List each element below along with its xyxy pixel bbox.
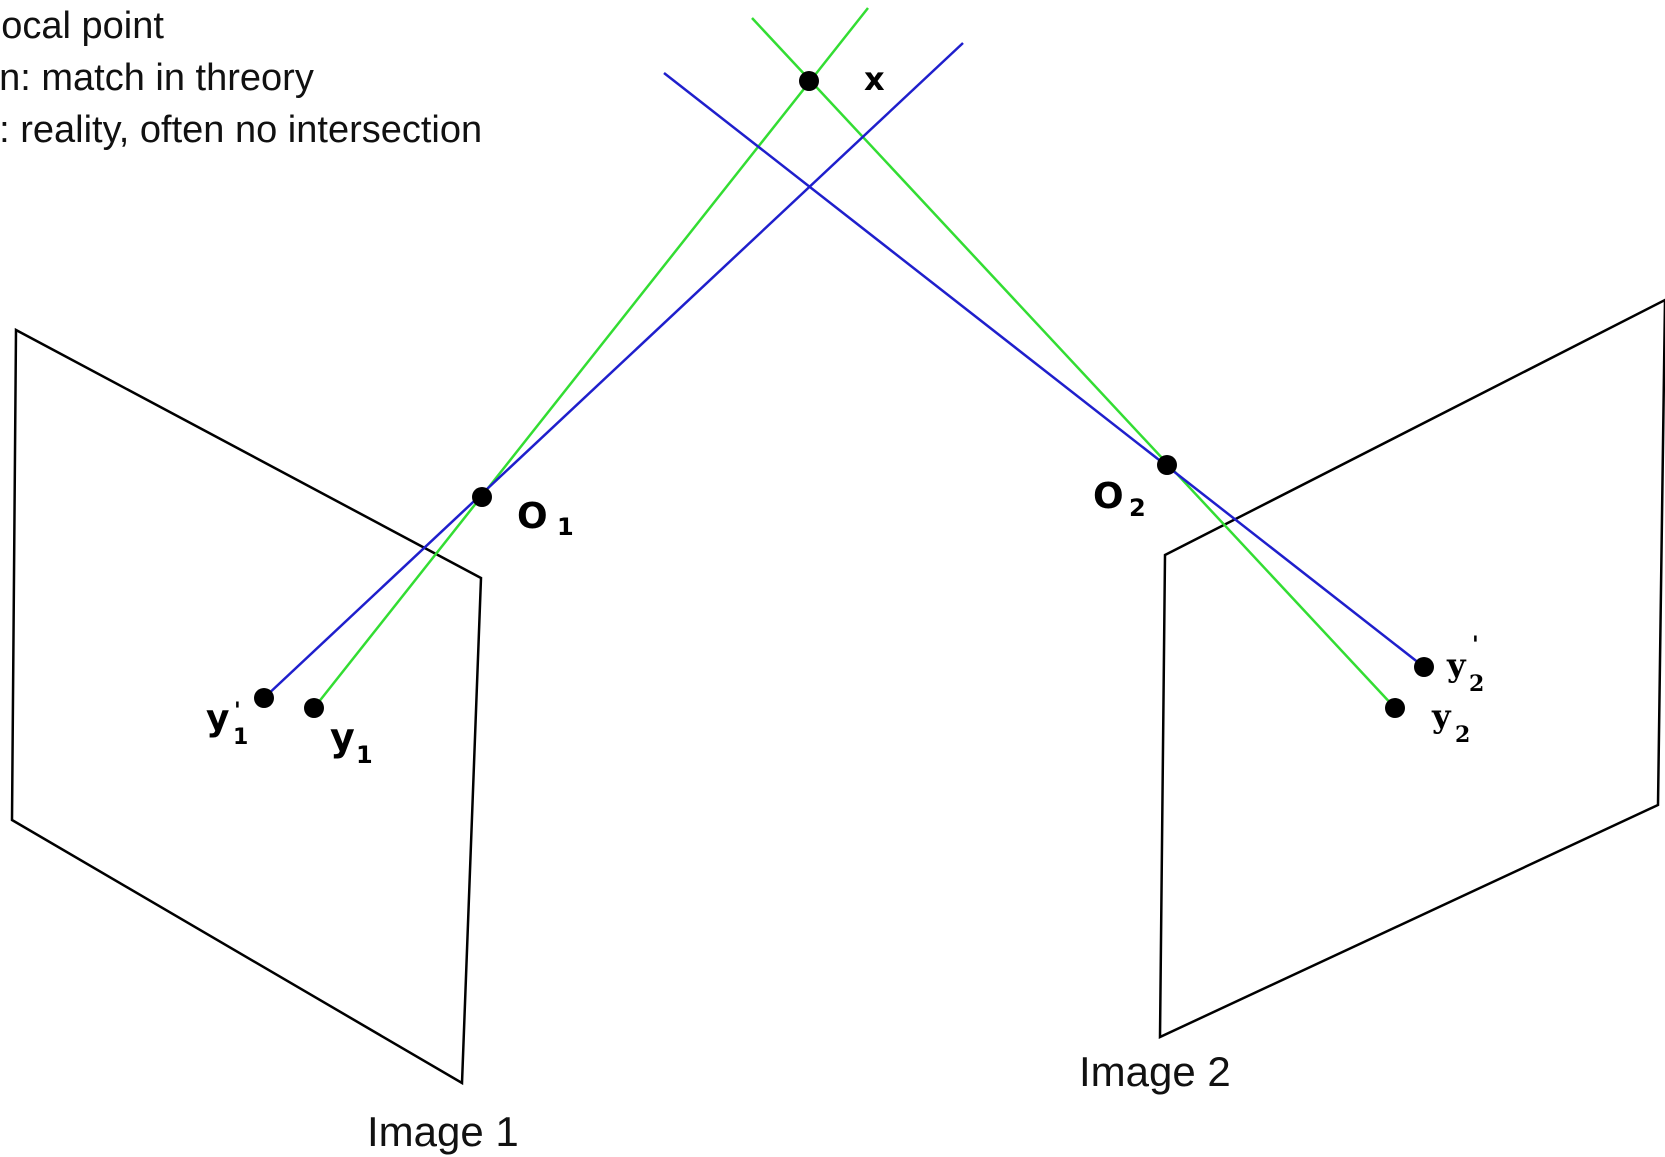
point-x [799, 71, 819, 91]
green-ray-2 [751, 17, 1396, 709]
label-y1-prime-mark: ' [234, 699, 241, 724]
blue-ray-2 [663, 72, 1425, 668]
label-o1-sub: 1 [557, 513, 574, 541]
image-plane-1 [10, 327, 483, 1086]
caption-image-2: Image 2 [1079, 1048, 1231, 1095]
blue-ray-1 [263, 42, 964, 699]
point-y2 [1385, 698, 1405, 718]
label-o1: O [517, 496, 548, 537]
point-y2-prime [1414, 657, 1434, 677]
focal-point-o1 [472, 487, 492, 507]
label-y2-prime-mark: ' [1472, 632, 1479, 658]
green-ray-1 [313, 7, 869, 709]
label-y1-prime: y [206, 698, 229, 739]
focal-point-o2 [1157, 455, 1177, 475]
point-y1-prime [254, 688, 274, 708]
label-y1-prime-sub: 1 [233, 725, 248, 750]
label-y2-prime-sub: 2 [1469, 671, 1484, 697]
label-o2: O [1093, 476, 1124, 517]
caption-image-1: Image 1 [367, 1108, 519, 1155]
label-o2-sub: 2 [1129, 494, 1146, 522]
legend: Focal point en: match in threory e: real… [0, 0, 482, 156]
label-y2-prime: y [1446, 646, 1467, 684]
point-y1 [304, 698, 324, 718]
label-x: x [864, 60, 885, 98]
legend-green-line: en: match in threory [0, 57, 314, 99]
legend-focal-point: Focal point [0, 5, 164, 47]
label-y2: y [1431, 697, 1452, 735]
legend-blue-line: e: reality, often no intersection [0, 109, 483, 151]
label-y1-sub: 1 [356, 741, 373, 769]
label-y1: y [330, 715, 355, 759]
label-y2-sub: 2 [1455, 722, 1470, 748]
image-plane-2 [1158, 298, 1665, 1039]
